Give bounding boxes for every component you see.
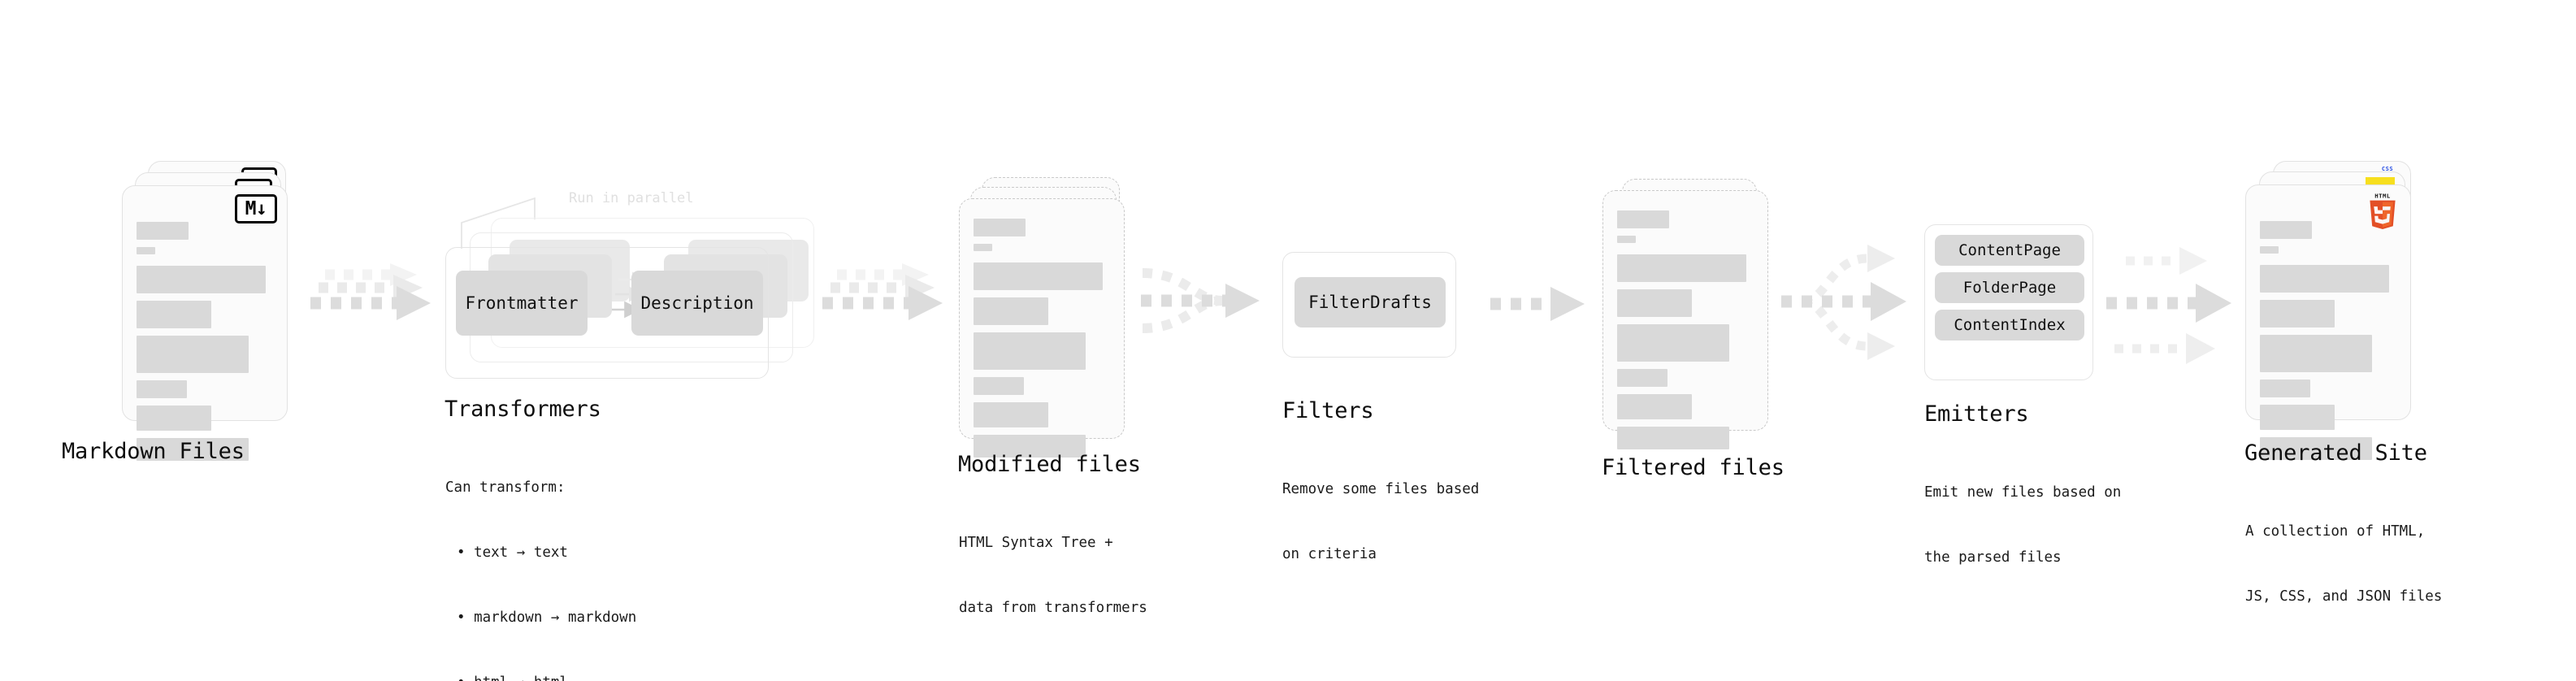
modified-files-title: Modified files <box>958 452 1141 477</box>
skeleton-bar <box>974 377 1025 395</box>
transformers-bullet-2: • html → html <box>445 672 636 681</box>
transformer-pill-description[interactable]: Description <box>631 271 763 336</box>
emitters-subtitle-0: Emit new files based on <box>1924 484 2122 501</box>
skeleton-bar <box>1617 394 1692 419</box>
skeleton-bar <box>1617 236 1636 243</box>
skeleton-bar <box>974 435 1086 458</box>
skeleton-bar <box>1617 210 1670 228</box>
css-badge-label: CSS <box>2381 166 2394 172</box>
emitters-title: Emitters <box>1924 401 2029 427</box>
emitters-subtitle-1: the parsed files <box>1924 549 2062 566</box>
modified-card-stack <box>959 177 1130 458</box>
filtered-skeleton-lines <box>1617 210 1758 449</box>
transformers-title: Transformers <box>445 397 601 422</box>
skeleton-bar <box>137 380 188 398</box>
markdown-card-front[interactable]: M↓ <box>122 185 288 461</box>
arrow-filters-to-filtered <box>1490 287 1585 321</box>
skeleton-bar <box>137 222 189 240</box>
modified-skeleton-lines <box>974 219 1114 458</box>
skeleton-bar <box>137 301 211 328</box>
transformers-bullet-0: • text → text <box>457 544 568 561</box>
transformer-panel-front[interactable]: Frontmatter Description <box>445 247 769 379</box>
filters-pill-filterdrafts[interactable]: FilterDrafts <box>1295 277 1446 327</box>
filters-title: Filters <box>1282 398 1374 423</box>
markdown-badge: M↓ <box>235 194 277 223</box>
filters-subtitle: Remove some files based on criteria <box>1282 436 1479 609</box>
skeleton-bar <box>137 406 211 431</box>
modified-files-subtitle: HTML Syntax Tree + data from transformer… <box>959 489 1147 662</box>
emitters-pill-folderpage[interactable]: FolderPage <box>1935 272 2084 303</box>
html5-badge-shield: HTML <box>2370 192 2396 229</box>
skeleton-bar <box>1617 369 1668 387</box>
skeleton-bar <box>974 262 1104 290</box>
filters-subtitle-0: Remove some files based <box>1282 481 1480 498</box>
skeleton-bar <box>974 244 992 251</box>
filters-subtitle-1: on criteria <box>1282 545 1377 562</box>
skeleton-bar <box>1617 254 1747 282</box>
markdown-card-stack: M↓ M↓ M↓ <box>122 161 293 461</box>
markdown-skeleton-lines <box>137 222 277 461</box>
transformers-subtitle-lead: Can transform: <box>445 479 566 497</box>
arrow-transformers-to-modified <box>822 263 943 320</box>
emitters-pill-contentpage[interactable]: ContentPage <box>1935 235 2084 266</box>
skeleton-bar <box>137 247 155 254</box>
skeleton-bar <box>1617 324 1730 362</box>
site-card-front[interactable]: HTML <box>2245 184 2411 460</box>
skeleton-bar <box>974 332 1086 370</box>
skeleton-bar <box>137 336 249 373</box>
arrow-markdown-to-transformers <box>310 263 431 320</box>
emitters-panel[interactable]: ContentPage FolderPage ContentIndex <box>1924 224 2093 380</box>
transformer-pill-frontmatter[interactable]: Frontmatter <box>456 271 588 336</box>
modified-card-front[interactable] <box>959 198 1125 458</box>
site-skeleton-lines <box>2260 221 2400 460</box>
generated-site-subtitle-0: A collection of HTML, <box>2245 523 2426 540</box>
skeleton-bar <box>137 266 267 293</box>
arrow-modified-to-filters <box>1141 268 1260 333</box>
modified-files-subtitle-1: data from transformers <box>959 599 1147 616</box>
skeleton-bar <box>2260 300 2335 327</box>
skeleton-bar <box>2260 265 2390 293</box>
stage-modified-files: Modified files HTML Syntax Tree + data f… <box>958 177 1147 616</box>
skeleton-bar <box>2260 246 2279 254</box>
html5-badge: HTML <box>2366 192 2399 229</box>
generated-site-subtitle: A collection of HTML, JS, CSS, and JSON … <box>2245 478 2442 651</box>
run-in-parallel-note: Run in parallel <box>569 190 694 206</box>
markdown-files-title: Markdown Files <box>62 439 245 464</box>
emitters-pill-contentindex[interactable]: ContentIndex <box>1935 310 2084 340</box>
skeleton-bar <box>974 219 1026 236</box>
skeleton-bar <box>1617 427 1730 449</box>
skeleton-bar <box>2260 221 2313 239</box>
transformers-subtitle: Can transform: • text → text • markdown … <box>445 434 636 681</box>
emitters-subtitle: Emit new files based on the parsed files <box>1924 439 2121 612</box>
transformers-bullet-1: • markdown → markdown <box>457 609 637 626</box>
skeleton-bar <box>137 438 249 461</box>
arrow-filtered-to-emitters <box>1781 245 1906 360</box>
stage-markdown-files: M↓ M↓ M↓ Markdown Files <box>62 161 293 464</box>
arrow-emitters-to-site <box>2106 247 2231 364</box>
site-card-stack: CSS JS HTML <box>2245 161 2420 460</box>
generated-site-subtitle-1: JS, CSS, and JSON files <box>2245 588 2443 605</box>
skeleton-bar <box>974 297 1048 325</box>
skeleton-bar <box>1617 289 1692 317</box>
filters-panel[interactable]: FilterDrafts <box>1282 252 1456 358</box>
modified-files-subtitle-0: HTML Syntax Tree + <box>959 535 1113 552</box>
run-in-parallel-bracket <box>461 197 536 249</box>
filtered-card-stack <box>1602 179 1773 449</box>
svg-text:HTML: HTML <box>2374 192 2391 199</box>
skeleton-bar <box>2260 335 2373 372</box>
stage-generated-site: CSS JS HTML <box>2244 161 2442 605</box>
skeleton-bar <box>974 402 1048 427</box>
filtered-card-front[interactable] <box>1602 190 1768 449</box>
skeleton-bar <box>2260 437 2373 460</box>
skeleton-bar <box>2260 380 2311 397</box>
filtered-files-title: Filtered files <box>1602 455 1785 480</box>
stage-filtered-files: Filtered files <box>1602 179 1785 480</box>
generated-site-title: Generated Site <box>2244 440 2427 466</box>
skeleton-bar <box>2260 405 2335 430</box>
